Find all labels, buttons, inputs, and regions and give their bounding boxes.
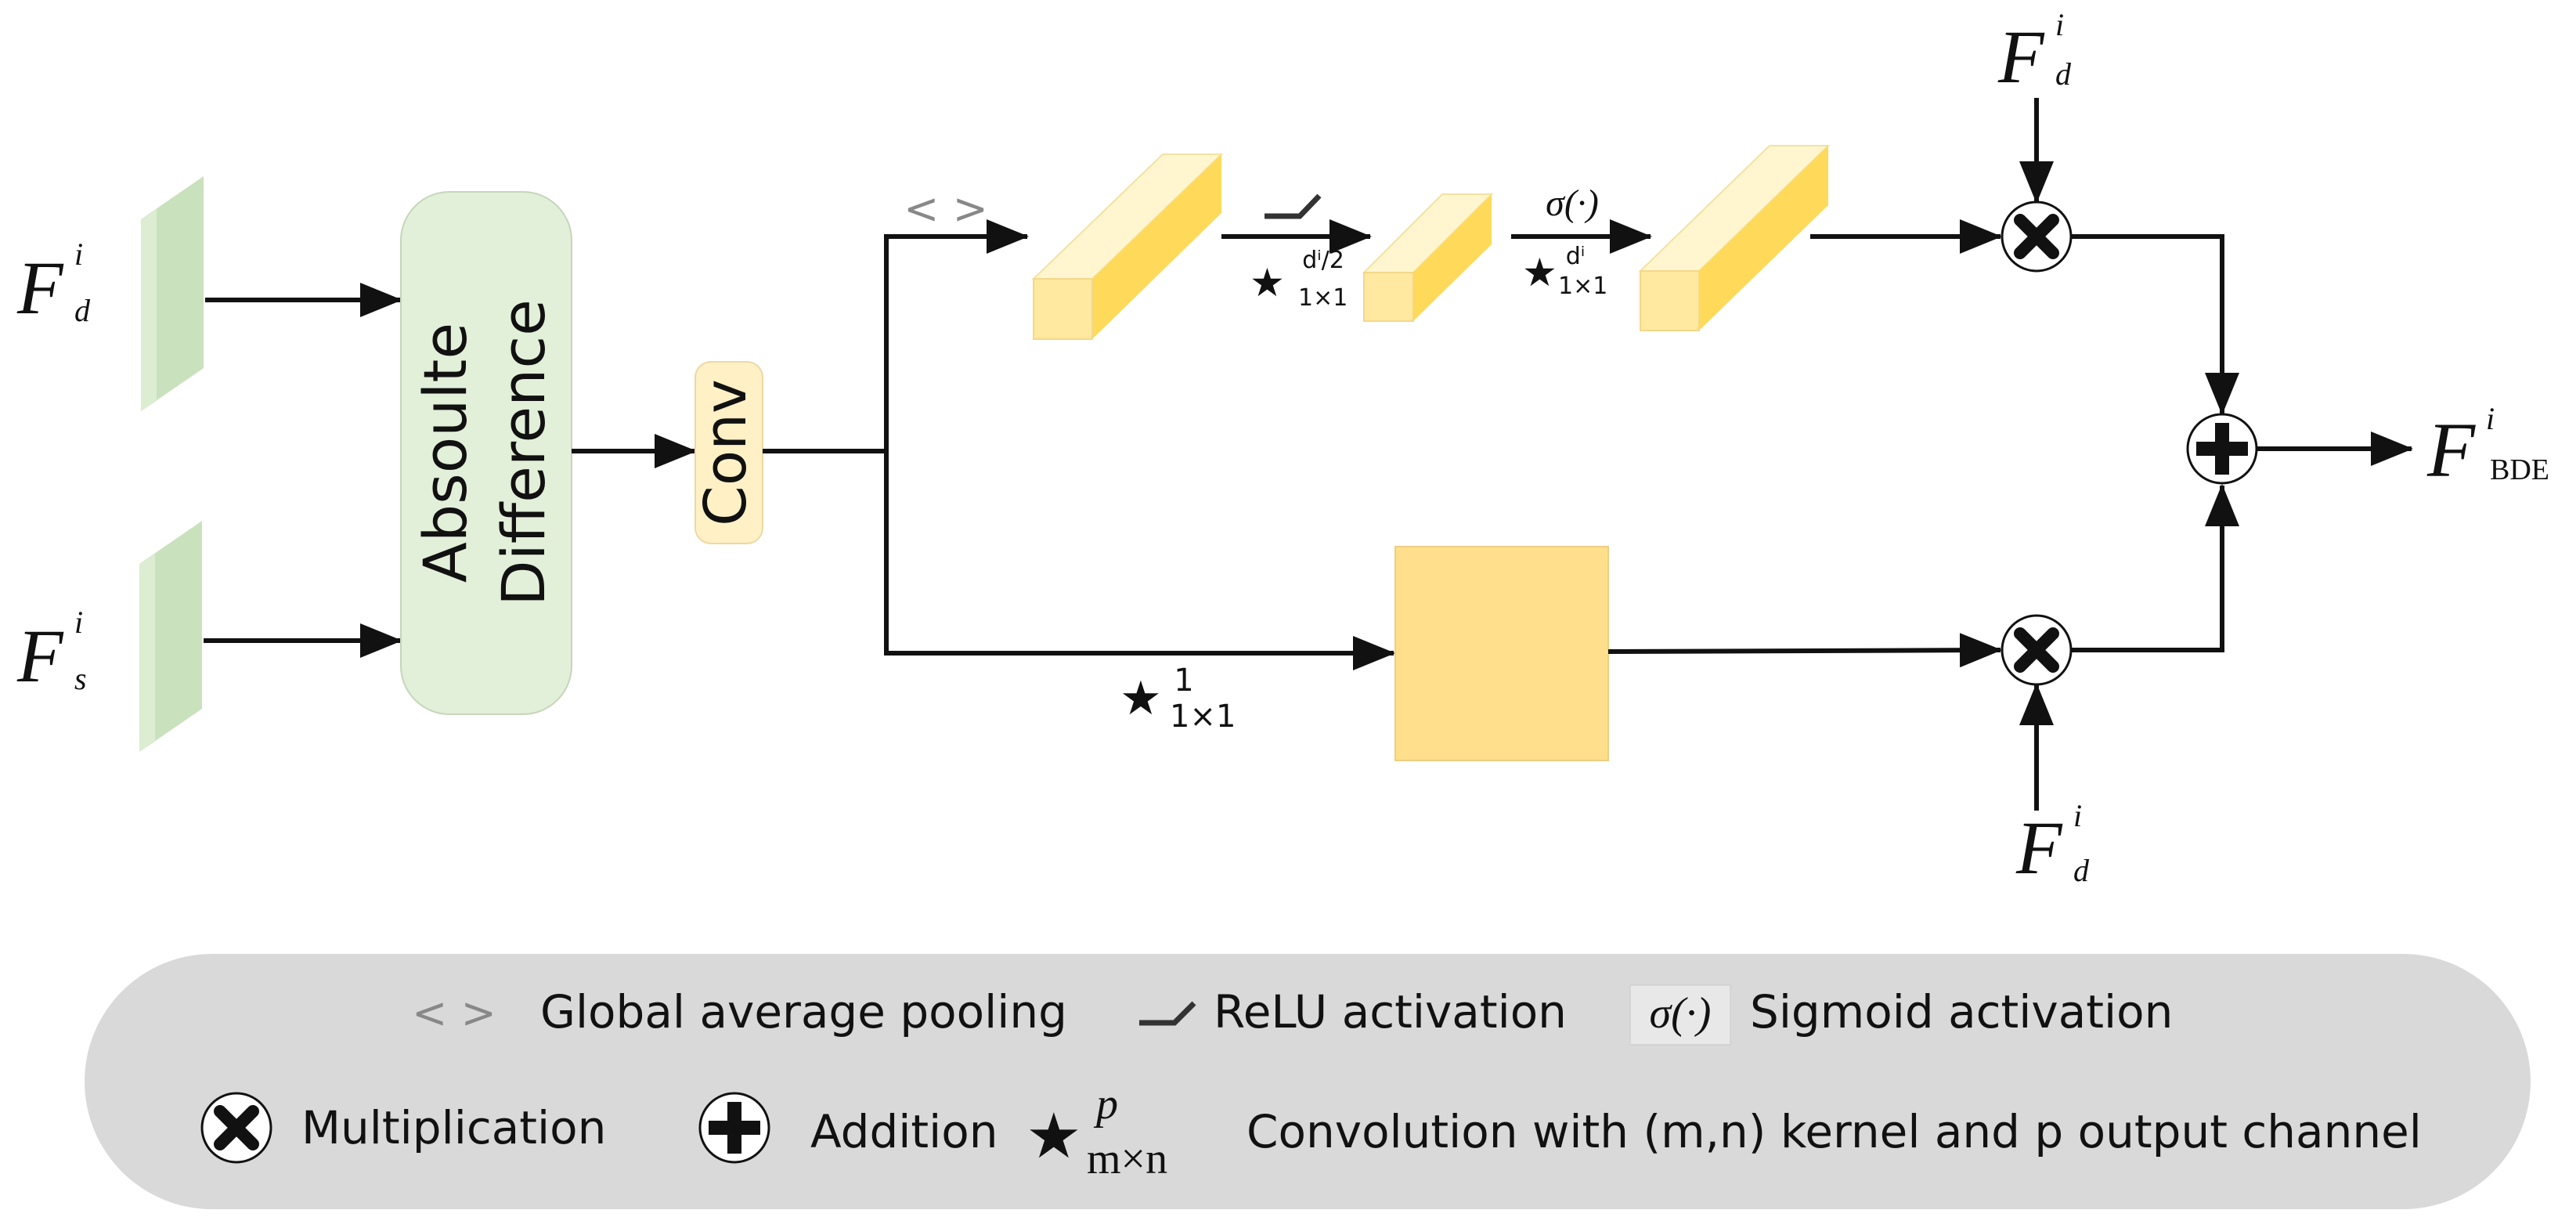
- legend-relu-icon: [1139, 1001, 1196, 1026]
- conv-block: Conv: [692, 361, 763, 544]
- cuboid-3: [1638, 145, 1831, 331]
- upper-branch-arrow: [884, 219, 1029, 451]
- arrow-mult-top-to-add: [2071, 234, 2239, 415]
- svg-text:BDE: BDE: [2490, 453, 2549, 486]
- legend-sigmoid-label: Sigmoid activation: [1750, 985, 2173, 1038]
- svg-text:1×1: 1×1: [1558, 273, 1607, 300]
- legend: < > Global average pooling ReLU activati…: [85, 954, 2531, 1209]
- conv-op-label-2: ★ dⁱ 1×1: [1522, 243, 1607, 300]
- legend-add-label: Addition: [810, 1105, 998, 1158]
- lower-branch-arrow: [884, 451, 1395, 670]
- legend-conv-sup: p: [1093, 1080, 1118, 1129]
- absolute-difference-block: Absoulte Difference: [400, 191, 572, 715]
- cuboid-1: [1031, 154, 1224, 340]
- legend-sigma-box: [1629, 984, 1731, 1046]
- svg-text:i: i: [2486, 401, 2495, 436]
- svg-text:F: F: [16, 614, 64, 698]
- svg-text:d: d: [2073, 853, 2090, 888]
- svg-text:dⁱ/2: dⁱ/2: [1302, 247, 1344, 274]
- svg-text:d: d: [74, 293, 91, 328]
- multiply-node-bottom: [2001, 614, 2073, 686]
- arrow-mult-bottom-to-add: [2071, 484, 2239, 652]
- sigmoid-symbol: σ(·): [1546, 182, 1599, 224]
- conv-star-icon: ★: [1522, 251, 1557, 294]
- legend-conv-sub: m×n: [1087, 1135, 1167, 1183]
- absdiff-label-line1: Absoulte: [410, 323, 480, 583]
- side-input-bottom-label: F i d: [2015, 798, 2090, 890]
- legend-conv-label: Convolution with (m,n) kernel and p outp…: [1247, 1105, 2422, 1158]
- svg-text:s: s: [74, 661, 87, 696]
- svg-text:1: 1: [1174, 663, 1193, 699]
- svg-text:F: F: [16, 246, 64, 330]
- legend-add-icon: [698, 1092, 770, 1164]
- legend-multiply-icon: [200, 1092, 272, 1164]
- conv-label: Conv: [692, 379, 759, 526]
- output-label: F i BDE: [2426, 401, 2549, 493]
- svg-text:i: i: [2073, 798, 2082, 833]
- arrow-square-to-mult: [1607, 633, 2002, 668]
- svg-text:i: i: [74, 605, 83, 640]
- legend-conv-star-icon: ★: [1026, 1103, 1082, 1172]
- input-label-top: F i d: [16, 237, 91, 330]
- svg-text:i: i: [74, 237, 83, 272]
- svg-text:1×1: 1×1: [1298, 284, 1348, 312]
- input-label-bottom: F i s: [16, 605, 87, 698]
- legend-gap-symbol: < >: [412, 988, 496, 1038]
- cuboid-2: [1362, 193, 1494, 322]
- legend-relu-label: ReLU activation: [1214, 985, 1567, 1038]
- side-input-top-label: F i d: [1997, 7, 2072, 99]
- svg-text:1×1: 1×1: [1170, 699, 1236, 735]
- conv-star-icon: ★: [1120, 673, 1162, 724]
- legend-sigma-symbol: σ(·): [1650, 989, 1712, 1038]
- legend-gap-label: Global average pooling: [540, 985, 1067, 1038]
- svg-text:F: F: [1997, 15, 2045, 99]
- svg-text:i: i: [2055, 7, 2064, 42]
- legend-background: [85, 954, 2531, 1209]
- gap-symbol: < >: [904, 184, 988, 233]
- feature-square: [1394, 546, 1609, 761]
- conv-op-label-1: ★ dⁱ/2 1×1: [1250, 247, 1348, 312]
- conv-star-icon: ★: [1250, 261, 1285, 305]
- svg-text:F: F: [2426, 406, 2476, 493]
- svg-text:F: F: [2015, 806, 2063, 890]
- input-panel-bottom: [139, 521, 202, 752]
- svg-text:dⁱ: dⁱ: [1566, 243, 1585, 270]
- multiply-node-top: [2001, 200, 2073, 273]
- svg-text:d: d: [2055, 56, 2072, 92]
- add-node: [2186, 413, 2258, 485]
- conv-op-label-lower: ★ 1 1×1: [1120, 663, 1236, 735]
- relu-icon: [1265, 193, 1322, 219]
- legend-mult-label: Multiplication: [301, 1101, 606, 1154]
- input-panel-top: [141, 176, 204, 411]
- absdiff-label-line2: Difference: [489, 299, 558, 606]
